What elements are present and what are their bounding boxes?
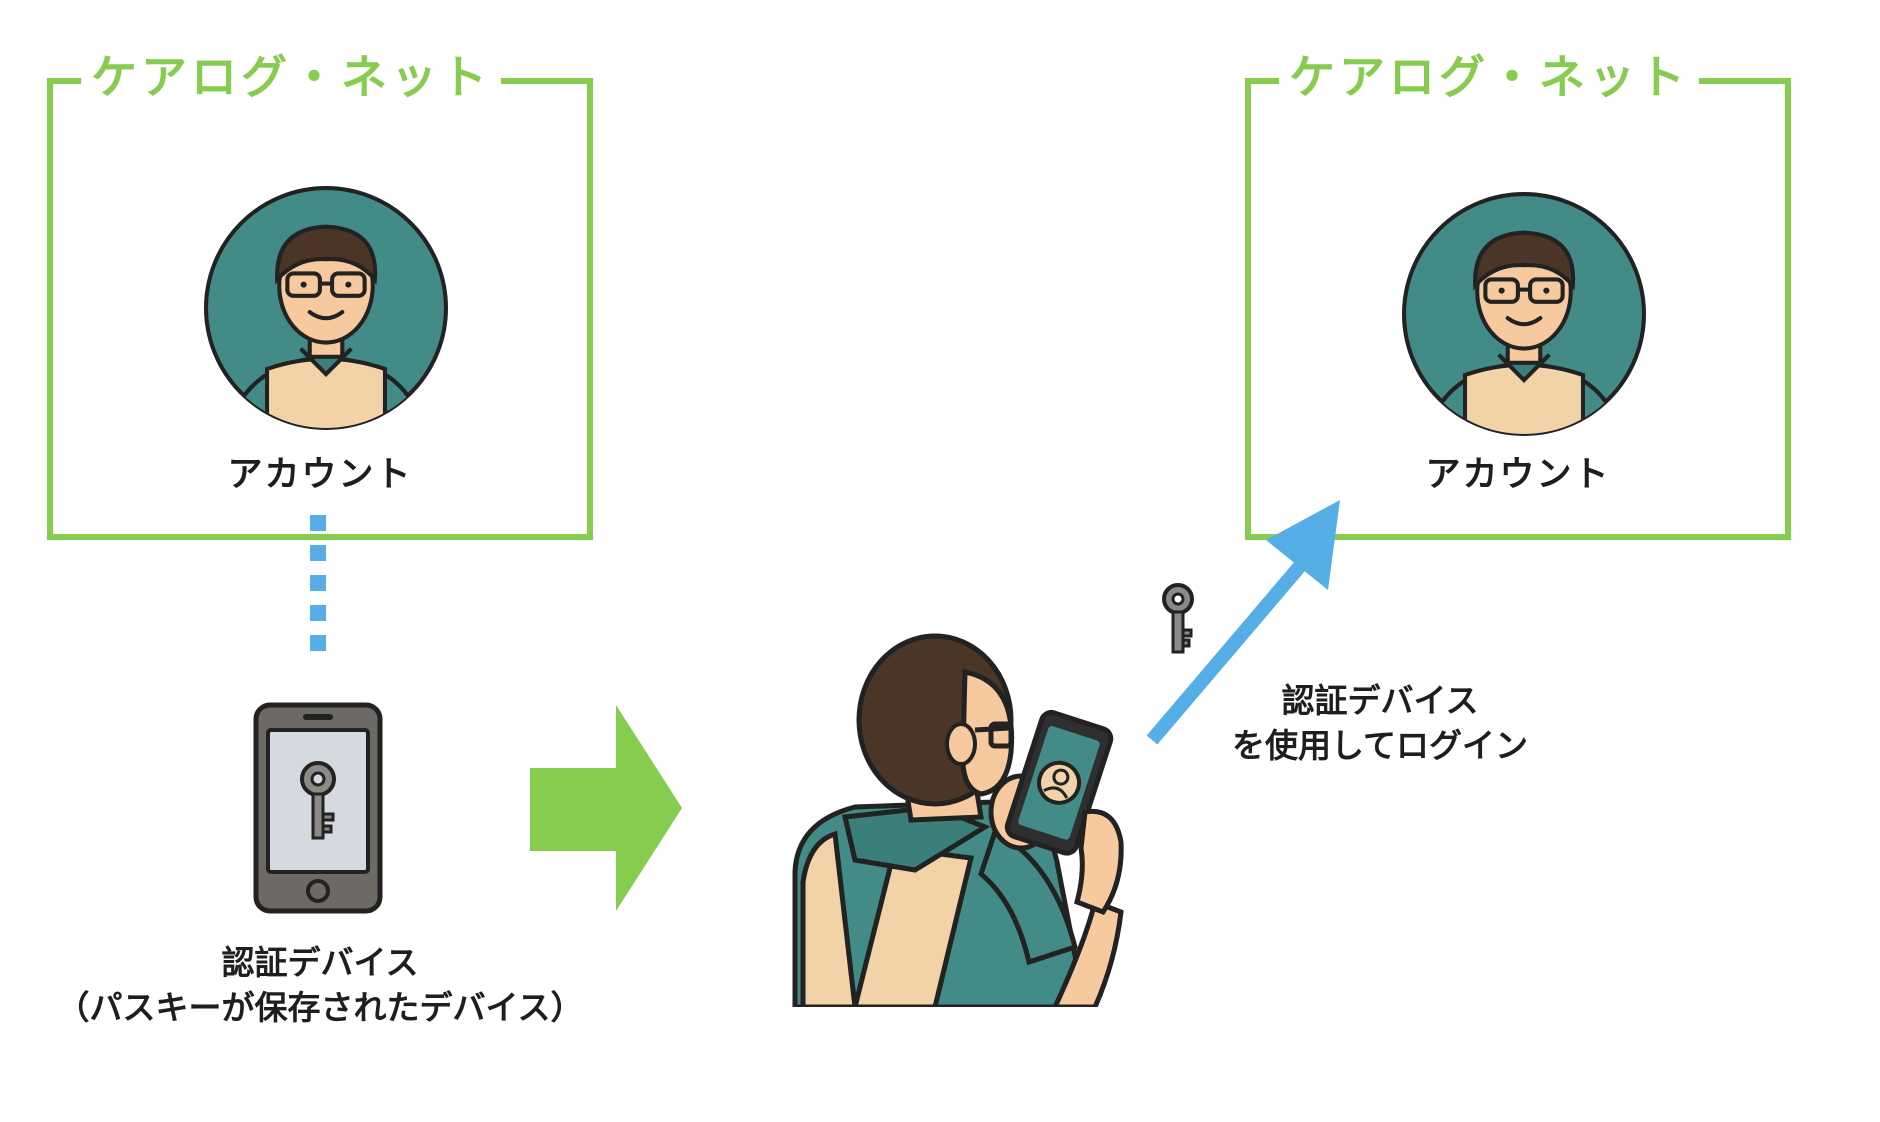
service-title: ケアログ・ネット xyxy=(1279,42,1699,112)
service-panel-after: ケアログ・ネット アカウント xyxy=(1245,42,1791,540)
device-caption: 認証デバイス （パスキーが保存されたデバイス） xyxy=(40,940,600,1030)
login-caption-line1: 認証デバイス xyxy=(1281,681,1479,720)
dotted-link-connector xyxy=(310,515,326,651)
arrow-up-right-icon xyxy=(1146,500,1340,745)
account-label: アカウント xyxy=(1425,455,1611,495)
device-caption-line2: （パスキーが保存されたデバイス） xyxy=(56,988,584,1027)
service-panel-before: ケアログ・ネット アカウント xyxy=(47,42,593,540)
service-title: ケアログ・ネット xyxy=(81,42,501,112)
account-label: アカウント xyxy=(227,455,413,495)
key-icon xyxy=(300,761,336,840)
arrow-right-icon xyxy=(530,705,682,911)
device-caption-line1: 認証デバイス xyxy=(221,943,419,982)
person-using-phone-icon xyxy=(792,633,1124,1007)
user-avatar-icon xyxy=(1402,192,1646,436)
user-avatar-icon xyxy=(204,186,448,430)
key-icon xyxy=(1162,583,1194,654)
login-caption-line2: を使用してログイン xyxy=(1231,726,1528,765)
smartphone-icon xyxy=(253,702,383,914)
login-caption: 認証デバイス を使用してログイン xyxy=(1180,678,1580,768)
